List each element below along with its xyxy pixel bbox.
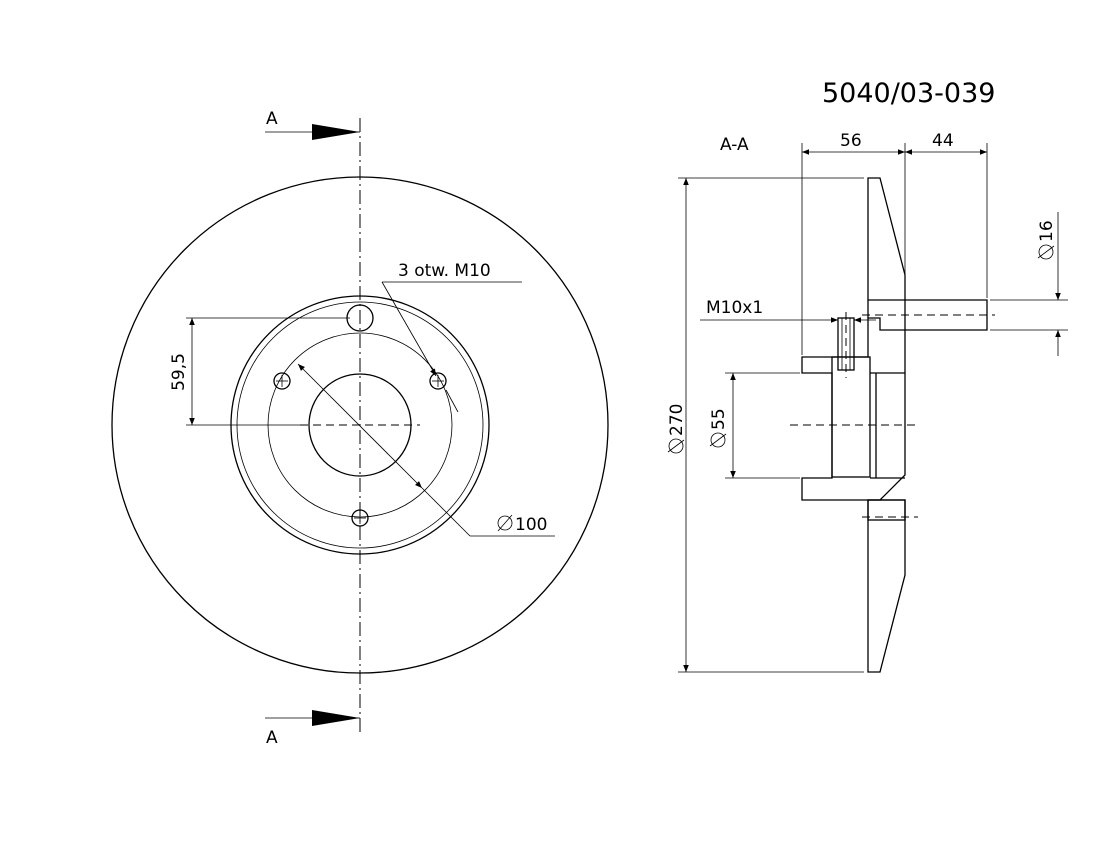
stud-diameter-dimension: 16 bbox=[1037, 220, 1057, 242]
bolt-hole-right bbox=[429, 372, 447, 390]
bore-cavity bbox=[831, 356, 871, 478]
section-label: A-A bbox=[720, 135, 749, 155]
section-marker-top: A bbox=[266, 109, 278, 129]
holes-note: 3 otw. M10 bbox=[398, 261, 491, 281]
stud-length-dimension: 44 bbox=[932, 131, 954, 151]
section-marker-bottom: A bbox=[266, 728, 278, 748]
bolt-hole-left bbox=[273, 372, 291, 390]
outer-diameter-dimension: 270 bbox=[667, 404, 687, 436]
bolt-circle-dimension: 100 bbox=[515, 515, 547, 535]
section-view: A-A 270 55 bbox=[667, 131, 1068, 673]
front-view: A A 59,5 3 otw. M10 100 bbox=[111, 109, 609, 748]
disc-lower-section bbox=[867, 499, 906, 673]
hub-section bbox=[801, 317, 906, 501]
thread-note: M10x1 bbox=[706, 298, 763, 318]
stud-section bbox=[904, 299, 988, 331]
section-arrow-top bbox=[312, 124, 360, 140]
section-arrow-bottom bbox=[312, 710, 360, 726]
disc-upper-section bbox=[867, 177, 906, 301]
hub-width-dimension: 56 bbox=[840, 131, 862, 151]
part-number: 5040/03-039 bbox=[822, 78, 995, 109]
offset-dimension: 59,5 bbox=[169, 353, 189, 391]
bore-diameter-dimension: 55 bbox=[709, 408, 729, 430]
